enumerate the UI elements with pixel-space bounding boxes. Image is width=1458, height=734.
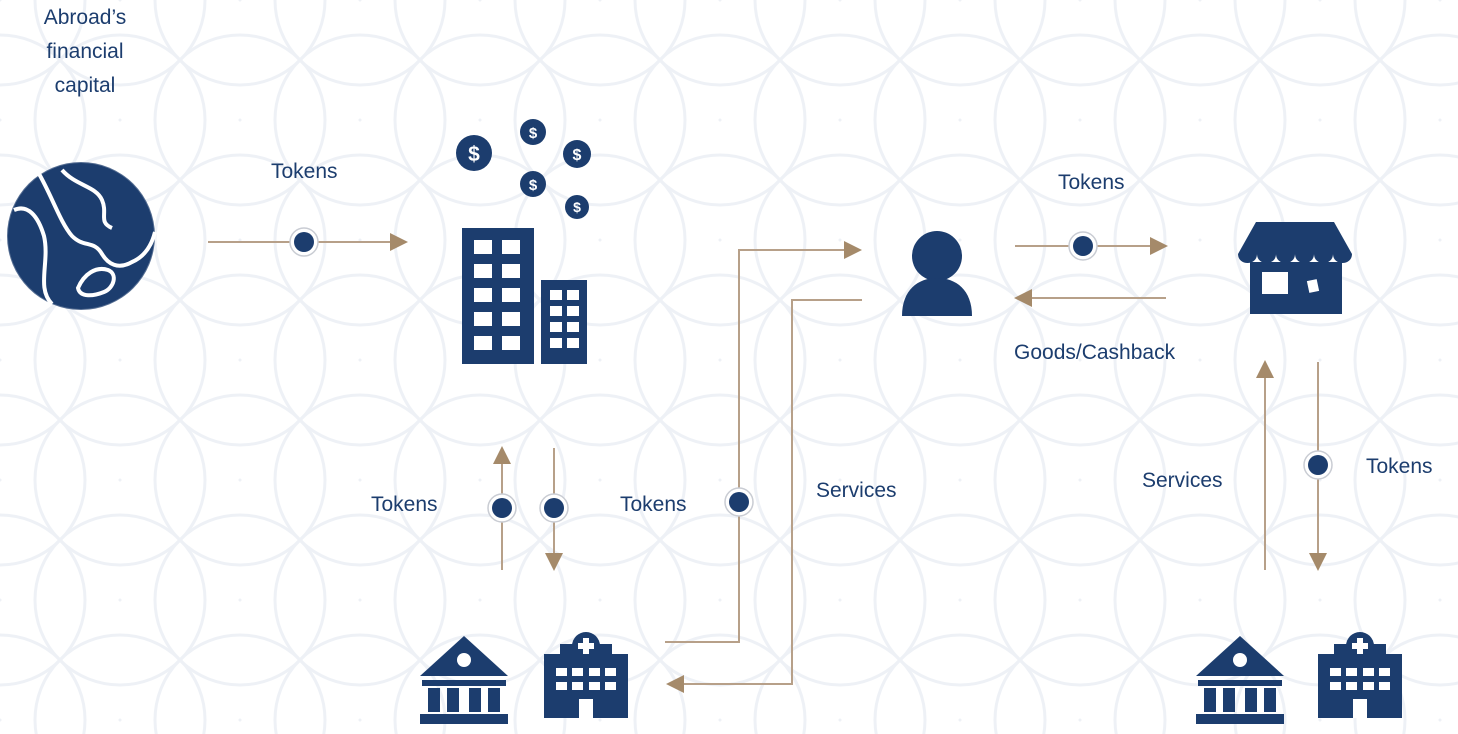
- svg-text:$: $: [529, 177, 538, 194]
- office-buildings-icon: [462, 228, 587, 364]
- token-dot: [487, 493, 517, 523]
- shop-icon: [1238, 222, 1352, 314]
- arrowhead: [1309, 553, 1327, 571]
- dollar-coin-icon: $: [565, 195, 589, 219]
- arrowhead: [1014, 289, 1032, 307]
- person-icon: [902, 231, 972, 316]
- government-building-icon: [1196, 636, 1284, 724]
- token-dot: [1068, 231, 1098, 261]
- label-services-mid: Services: [816, 479, 897, 502]
- label-goods-cashback: Goods/Cashback: [1014, 341, 1176, 364]
- svg-text:$: $: [529, 125, 538, 142]
- hospital-icon: [544, 632, 628, 718]
- label-tokens-bank-to-gov: Tokens: [620, 493, 687, 516]
- arrowhead: [390, 233, 408, 251]
- token-dot: [539, 493, 569, 523]
- dollar-coin-icon: $: [520, 171, 546, 197]
- arrowhead: [493, 446, 511, 464]
- globe-icon: [6, 161, 157, 311]
- arrowhead: [545, 553, 563, 571]
- label-tokens-globe-to-bank: Tokens: [271, 160, 338, 183]
- arrowhead: [1256, 360, 1274, 378]
- dollar-coins: $ $ $ $ $: [456, 119, 591, 219]
- token-dots: [289, 227, 1333, 523]
- arrowhead: [666, 675, 684, 693]
- label-tokens-shop-to-gov: Tokens: [1366, 455, 1433, 478]
- government-building-icon: [420, 636, 508, 724]
- label-services-right: Services: [1142, 469, 1223, 492]
- abroad-capital-line-1: Abroad’s: [43, 6, 127, 29]
- label-tokens-gov-to-bank: Tokens: [371, 493, 438, 516]
- arrowhead: [844, 241, 862, 259]
- hospital-icon: [1318, 632, 1402, 718]
- arrowhead: [1150, 237, 1168, 255]
- connector-gov-to-person: [665, 249, 846, 643]
- svg-text:$: $: [573, 199, 581, 215]
- abroad-capital-line-3: capital: [54, 74, 116, 97]
- connector-person-to-gov: [682, 299, 862, 685]
- dollar-coin-icon: $: [563, 140, 591, 168]
- arrowheads: [390, 233, 1327, 693]
- dollar-coin-icon: $: [456, 135, 492, 171]
- dollar-coin-icon: $: [520, 119, 546, 145]
- token-dot: [724, 487, 754, 517]
- svg-text:$: $: [468, 143, 480, 166]
- token-dot: [1303, 450, 1333, 480]
- abroad-capital-line-2: financial: [46, 40, 124, 63]
- svg-text:$: $: [573, 147, 582, 164]
- label-tokens-person-to-shop: Tokens: [1058, 171, 1125, 194]
- token-dot: [289, 227, 319, 257]
